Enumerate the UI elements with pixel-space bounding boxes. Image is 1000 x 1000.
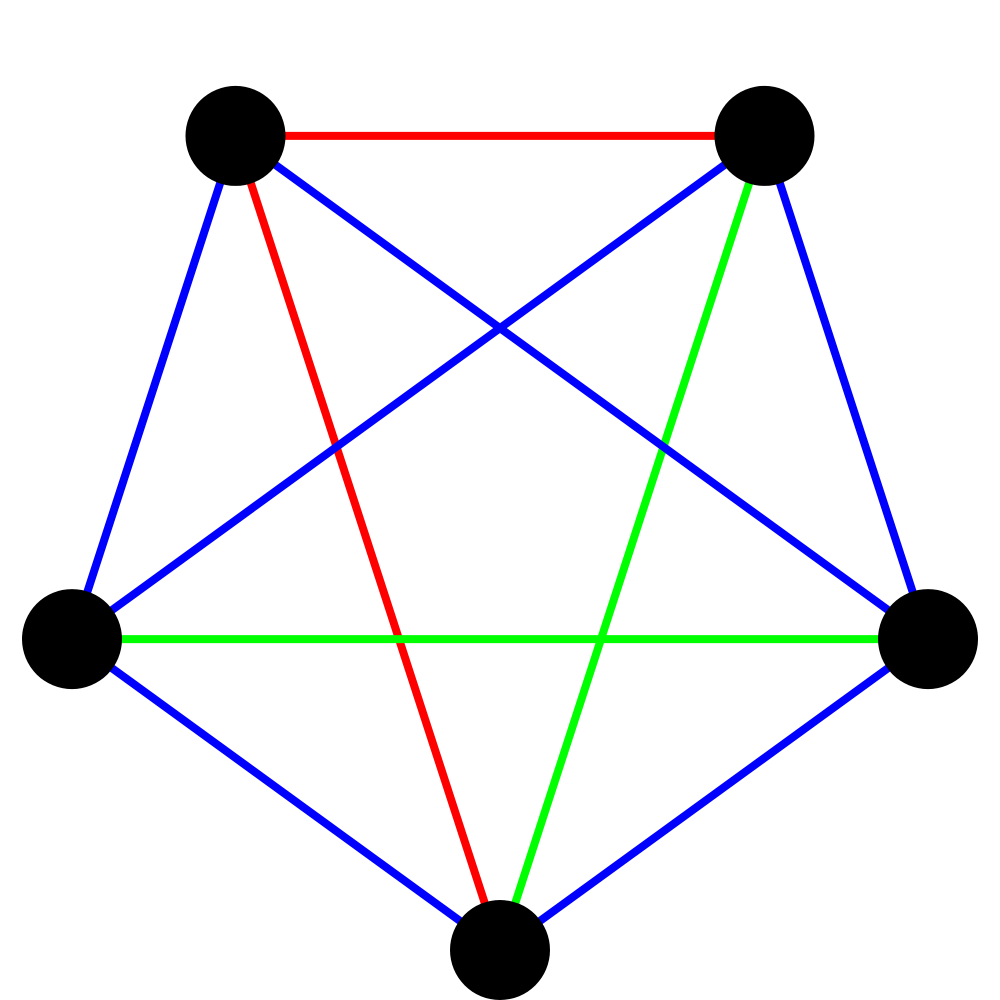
node-n1 [22, 589, 122, 690]
node-n0 [450, 900, 550, 1000]
edges-layer [68, 131, 932, 954]
edge-n1-n2-blue [69, 132, 767, 643]
node-n2 [714, 85, 815, 186]
edge-n0-n3-red [231, 134, 504, 952]
node-n3 [185, 85, 286, 186]
edge-n0-n1-blue [69, 635, 503, 954]
edge-n1-n3-blue [68, 134, 240, 641]
edge-n0-n4-blue [497, 635, 931, 954]
edge-n2-n4-blue [760, 134, 932, 641]
node-n4 [878, 589, 978, 690]
edge-n0-n2-green [496, 134, 769, 952]
nodes-layer [22, 85, 978, 1000]
edge-n3-n4-blue [233, 132, 931, 643]
